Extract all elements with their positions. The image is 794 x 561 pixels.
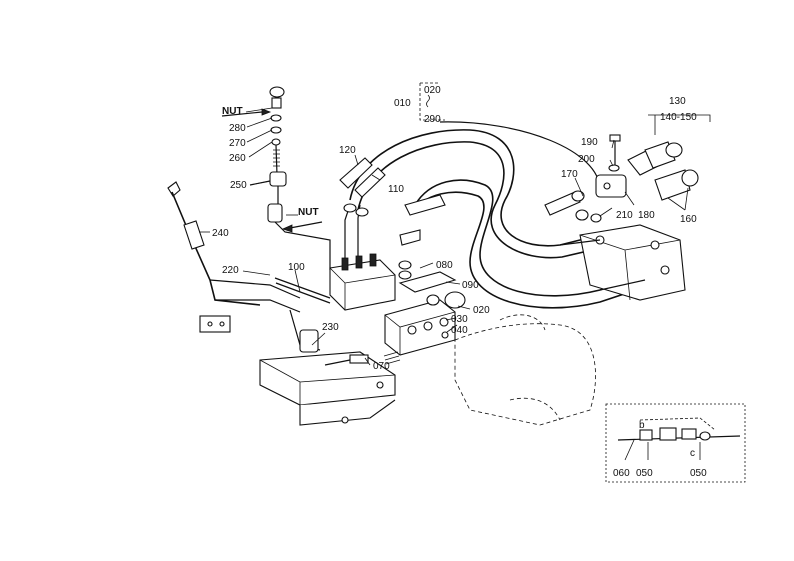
label-210: 210 bbox=[616, 210, 633, 221]
label-200: 200 bbox=[578, 154, 595, 165]
label-inset-050a: 050 bbox=[636, 468, 653, 479]
label-160: 160 bbox=[680, 214, 697, 225]
label-040: 040 bbox=[451, 325, 468, 336]
valve-block bbox=[384, 291, 466, 356]
valve-fittings bbox=[398, 194, 457, 293]
label-090: 090 bbox=[462, 280, 479, 291]
label-180: 180 bbox=[638, 210, 655, 221]
label-130: 130 bbox=[669, 96, 686, 107]
label-230: 230 bbox=[322, 322, 339, 333]
label-190: 190 bbox=[581, 137, 598, 148]
engine-housing bbox=[454, 314, 596, 426]
label-220: 220 bbox=[222, 265, 239, 276]
leader-lines bbox=[199, 107, 689, 366]
inset-detail bbox=[605, 403, 746, 483]
label-110: 110 bbox=[388, 184, 404, 195]
nut-arrows bbox=[221, 108, 323, 233]
label-170: 170 bbox=[561, 169, 578, 180]
label-140-150: 140-150 bbox=[660, 112, 697, 123]
label-nut-mid: NUT bbox=[298, 207, 319, 218]
label-020: 020 bbox=[473, 305, 490, 316]
label-inset-c: c bbox=[690, 448, 695, 459]
mounting-frame bbox=[259, 351, 401, 426]
label-290: 290 bbox=[424, 114, 441, 125]
label-240: 240 bbox=[212, 228, 229, 239]
label-030: 030 bbox=[451, 314, 468, 325]
label-250: 250 bbox=[230, 180, 247, 191]
label-260: 260 bbox=[229, 153, 246, 164]
pump-assembly bbox=[559, 224, 686, 301]
label-inset-b: b bbox=[639, 420, 645, 431]
label-280: 280 bbox=[229, 123, 246, 134]
label-100: 100 bbox=[288, 262, 305, 273]
label-270: 270 bbox=[229, 138, 246, 149]
label-nut-top: NUT bbox=[222, 106, 243, 117]
label-080: 080 bbox=[436, 260, 453, 271]
label-020-top: 020 bbox=[424, 85, 441, 96]
linkage-rods bbox=[199, 277, 331, 353]
coupler-assembly bbox=[544, 114, 711, 223]
label-inset-050b: 050 bbox=[690, 468, 707, 479]
label-120: 120 bbox=[339, 145, 356, 156]
hydraulic-hoses bbox=[349, 121, 646, 309]
control-lever bbox=[167, 181, 301, 313]
control-valve bbox=[329, 157, 396, 311]
bracket-010 bbox=[419, 82, 445, 121]
label-inset-060: 060 bbox=[613, 468, 630, 479]
label-010: 010 bbox=[394, 98, 411, 109]
label-070: 070 bbox=[373, 361, 390, 372]
